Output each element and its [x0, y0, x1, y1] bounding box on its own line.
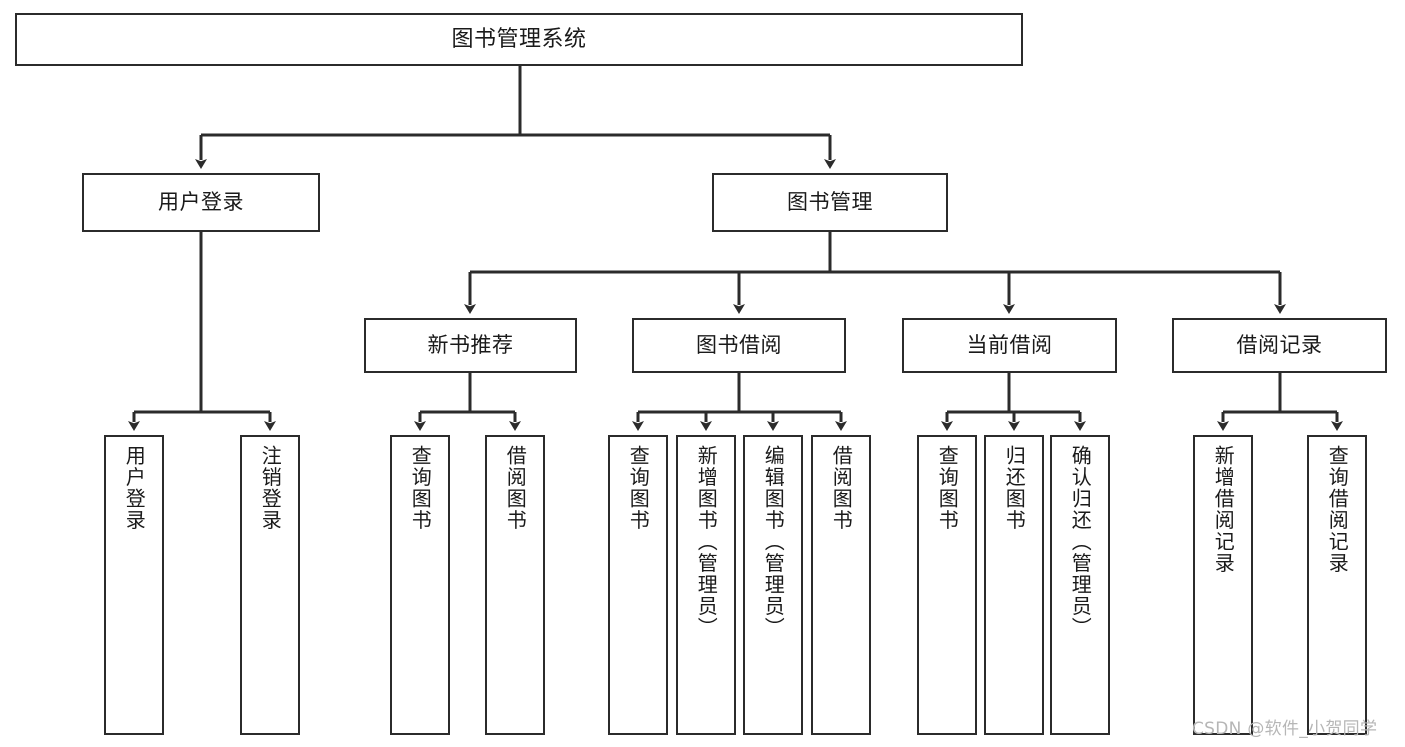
node-leaf-query-record[interactable]: 查询借阅记录: [1307, 435, 1367, 735]
node-leaf-add-record-label: 新增借阅记录: [1211, 445, 1236, 574]
node-leaf-user-login[interactable]: 用户登录: [104, 435, 164, 735]
node-leaf-borrow-book-2[interactable]: 借阅图书: [811, 435, 871, 735]
node-book-manage[interactable]: 图书管理: [712, 173, 948, 232]
node-borrow-record-label: 借阅记录: [1236, 333, 1323, 358]
node-leaf-query-record-label: 查询借阅记录: [1325, 445, 1350, 574]
node-leaf-query-book-3-label: 查询图书: [935, 445, 960, 531]
node-book-borrow[interactable]: 图书借阅: [632, 318, 846, 373]
node-new-book-rec[interactable]: 新书推荐: [364, 318, 577, 373]
node-leaf-confirm-return-label: 确认归还（管理员）: [1068, 445, 1093, 639]
node-new-book-rec-label: 新书推荐: [427, 333, 514, 358]
node-leaf-add-record[interactable]: 新增借阅记录: [1193, 435, 1253, 735]
node-root-label: 图书管理系统: [451, 26, 587, 52]
node-user-login[interactable]: 用户登录: [82, 173, 320, 232]
csdn-watermark: CSDN @软件_小贺同学: [1192, 719, 1378, 739]
node-leaf-borrow-book-1[interactable]: 借阅图书: [485, 435, 545, 735]
node-leaf-logout-label: 注销登录: [258, 445, 283, 531]
node-leaf-query-book-3[interactable]: 查询图书: [917, 435, 977, 735]
node-book-manage-label: 图书管理: [787, 190, 873, 215]
node-leaf-query-book-1-label: 查询图书: [408, 445, 433, 531]
node-user-login-label: 用户登录: [158, 190, 244, 215]
node-leaf-add-book-label: 新增图书（管理员）: [694, 445, 719, 639]
node-current-borrow-label: 当前借阅: [966, 333, 1053, 358]
node-leaf-confirm-return[interactable]: 确认归还（管理员）: [1050, 435, 1110, 735]
node-leaf-return-book-label: 归还图书: [1002, 445, 1027, 531]
node-borrow-record[interactable]: 借阅记录: [1172, 318, 1387, 373]
node-leaf-borrow-book-1-label: 借阅图书: [503, 445, 528, 531]
node-leaf-query-book-2[interactable]: 查询图书: [608, 435, 668, 735]
node-leaf-logout[interactable]: 注销登录: [240, 435, 300, 735]
node-leaf-query-book-2-label: 查询图书: [626, 445, 651, 531]
node-leaf-add-book[interactable]: 新增图书（管理员）: [676, 435, 736, 735]
node-current-borrow[interactable]: 当前借阅: [902, 318, 1117, 373]
node-leaf-borrow-book-2-label: 借阅图书: [829, 445, 854, 531]
node-book-borrow-label: 图书借阅: [696, 333, 782, 358]
node-root[interactable]: 图书管理系统: [15, 13, 1023, 66]
node-leaf-edit-book-label: 编辑图书（管理员）: [761, 445, 786, 639]
node-leaf-edit-book[interactable]: 编辑图书（管理员）: [743, 435, 803, 735]
node-leaf-return-book[interactable]: 归还图书: [984, 435, 1044, 735]
node-leaf-user-login-label: 用户登录: [122, 445, 147, 531]
node-leaf-query-book-1[interactable]: 查询图书: [390, 435, 450, 735]
